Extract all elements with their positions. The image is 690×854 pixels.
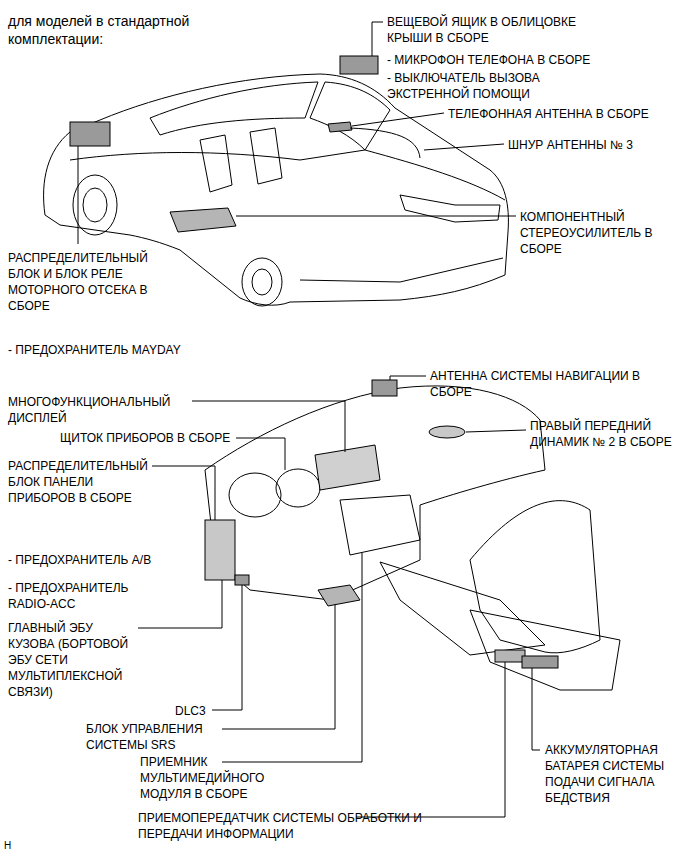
car-window	[310, 82, 390, 150]
car-trunk-line	[365, 150, 505, 200]
part-label: АККУМУЛЯТОРНАЯ БАТАРЕЯ СИСТЕМЫ ПОДАЧИ СИ…	[545, 742, 685, 806]
figure-code: H	[4, 838, 24, 854]
car-bumper-line	[300, 258, 503, 282]
car-tail-light	[400, 195, 500, 222]
leader-line	[466, 430, 526, 432]
speaker	[429, 426, 465, 438]
seat-base	[470, 610, 620, 690]
leader-line	[390, 376, 426, 380]
leader-line	[352, 113, 444, 126]
part-label: АНТЕННА СИСТЕМЫ НАВИГАЦИИ В СБОРЕ	[430, 368, 680, 400]
leader-line	[372, 22, 383, 56]
stereo-amplifier	[170, 208, 236, 232]
car-wheel	[83, 188, 107, 222]
junction-block	[205, 520, 235, 580]
leader-line	[152, 466, 215, 520]
part-note: - ПРЕДОХРАНИТЕЛЬ MAYDAY	[8, 342, 248, 358]
roof-box	[340, 56, 378, 74]
part-label: КОМПОНЕНТНЫЙ СТЕРЕОУСИЛИТЕЛЬ В СБОРЕ	[520, 209, 685, 257]
part-note: - ВЫКЛЮЧАТЕЛЬ ВЫЗОВА ЭКСТРЕННОЙ ПОМОЩИ	[387, 70, 597, 102]
part-label: РАСПРЕДЕЛИТЕЛЬНЫЙ БЛОК И БЛОК РЕЛЕ МОТОР…	[8, 250, 158, 314]
leader-line	[356, 662, 505, 817]
multi-display	[315, 445, 380, 490]
backup-battery	[522, 656, 558, 668]
leader-line	[222, 604, 335, 729]
part-note: - МИКРОФОН ТЕЛЕФОНА В СБОРЕ	[387, 52, 677, 68]
part-label: ПРИЕМОПЕРЕДАТЧИК СИСТЕМЫ ОБРАБОТКИ И ПЕР…	[138, 810, 428, 842]
leader-line	[424, 144, 504, 150]
phone-antenna	[328, 122, 352, 132]
part-label: ШНУР АНТЕННЫ № 3	[508, 137, 683, 153]
car-parts	[70, 56, 420, 232]
leader-lines	[78, 22, 540, 817]
part-label: РАСПРЕДЕЛИТЕЛЬНЫЙ БЛОК ПАНЕЛИ ПРИБОРОВ В…	[8, 458, 150, 506]
leader-line	[236, 216, 516, 217]
nav-antenna	[372, 380, 397, 396]
dashboard-outline	[205, 386, 545, 600]
center-console	[340, 495, 420, 555]
car-side-line	[70, 150, 365, 160]
engine-relay-block	[70, 122, 110, 146]
dlc3	[235, 575, 249, 585]
gauge	[229, 473, 281, 517]
srs-unit	[318, 585, 360, 606]
car-wheel	[73, 175, 117, 235]
antenna-cord	[350, 128, 420, 158]
car-wheel	[252, 269, 272, 295]
part-label: ТЕЛЕФОННАЯ АНТЕННА В СБОРЕ	[448, 106, 688, 122]
part-label: БЛОК УПРАВЛЕНИЯ СИСТЕМЫ SRS	[86, 721, 246, 753]
transceiver	[495, 650, 525, 662]
leader-line	[78, 146, 79, 244]
part-label: МНОГОФУНКЦИОНАЛЬНЫЙ ДИСПЛЕЙ	[8, 394, 208, 426]
leader-line	[236, 438, 285, 470]
part-label: ВЕЩЕВОЙ ЯЩИК В ОБЛИЦОВКЕ КРЫШИ В СБОРЕ	[387, 14, 612, 46]
seat-back	[470, 501, 600, 653]
part-note: - ПРЕДОХРАНИТЕЛЬ RADIO-ACC	[8, 580, 158, 612]
leader-line	[532, 668, 540, 750]
part-label: ПРИЕМНИК МУЛЬТИМЕДИЙНОГО МОДУЛЯ В СБОРЕ	[140, 754, 300, 802]
car-wheel	[242, 258, 282, 306]
floor-console	[380, 562, 545, 655]
part-label: ПРАВЫЙ ПЕРЕДНИЙ ДИНАМИК № 2 В СБОРЕ	[530, 418, 680, 450]
car-seat	[200, 135, 232, 192]
leader-line	[138, 580, 222, 628]
part-note: - ПРЕДОХРАНИТЕЛЬ A/B	[8, 552, 208, 568]
part-label: DLC3	[175, 703, 215, 719]
gauge	[276, 469, 320, 507]
part-label: ЩИТОК ПРИБОРОВ В СБОРЕ	[60, 430, 240, 446]
part-label: ГЛАВНЫЙ ЭБУ КУЗОВА (БОРТОВОЙ ЭБУ СЕТИ МУ…	[8, 620, 136, 700]
leader-line	[222, 553, 362, 762]
heading: для моделей в стандартной комплектации:	[8, 12, 258, 48]
leader-line	[212, 585, 242, 710]
car-window	[150, 82, 318, 135]
car-seat	[250, 128, 282, 184]
